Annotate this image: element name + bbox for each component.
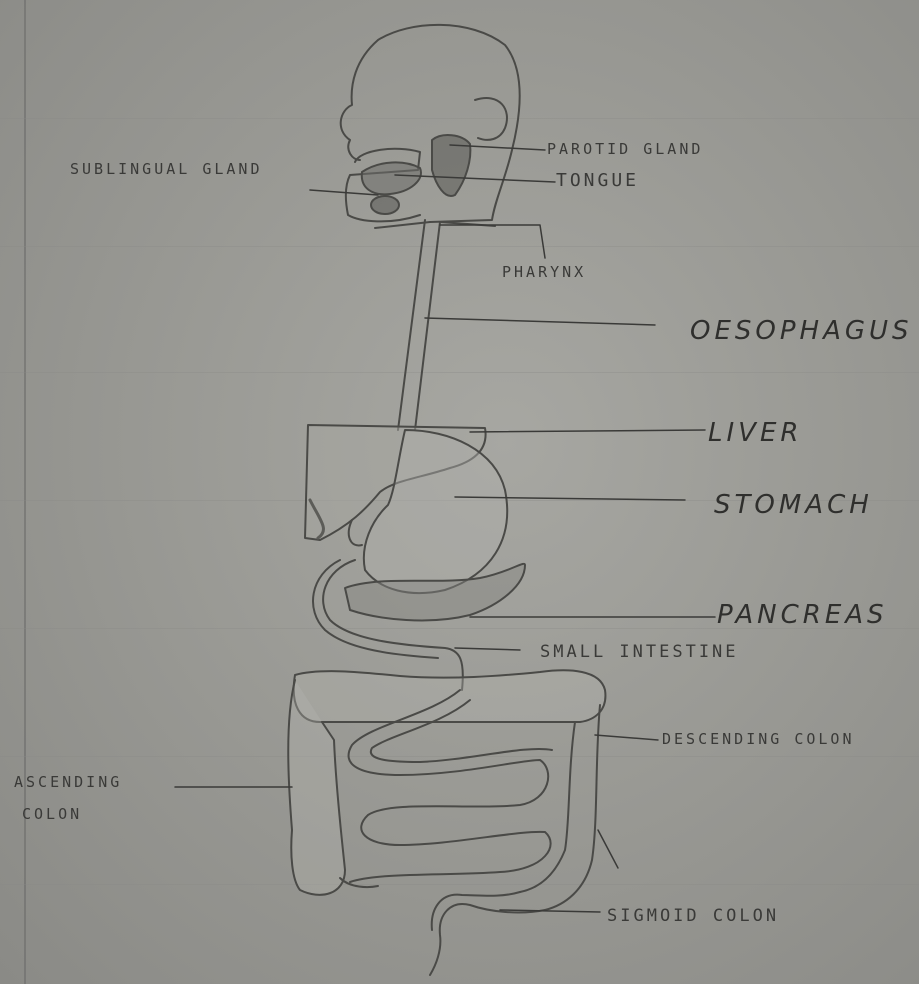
label-ascending-colon-line1: ASCENDING: [14, 773, 122, 791]
ear: [475, 98, 507, 140]
oesophagus-shape: [398, 220, 440, 430]
leader-pharynx: [440, 225, 545, 258]
leader-small-intestine: [455, 648, 520, 650]
label-ascending-colon-line2: COLON: [22, 805, 82, 823]
descending-colon-shape: [520, 705, 600, 910]
sigmoid-colon-shape: [430, 892, 545, 975]
label-sublingual-gland: SUBLINGUAL GLAND: [70, 160, 263, 178]
head-outline: [341, 25, 520, 222]
label-parotid-gland: PAROTID GLAND: [547, 140, 703, 158]
label-stomach: STOMACH: [714, 490, 873, 520]
label-pancreas: PANCREAS: [717, 600, 888, 630]
gall-bladder-shape: [349, 520, 362, 545]
label-sigmoid-colon: SIGMOID COLON: [607, 906, 779, 926]
label-tongue: TONGUE: [556, 170, 639, 191]
parotid-gland-shape: [432, 135, 470, 196]
leader-liver: [470, 430, 705, 432]
sublingual-gland-shape: [371, 196, 399, 214]
leader-oesophagus: [425, 318, 655, 325]
label-oesophagus: OESOPHAGUS: [690, 316, 913, 346]
arrow-mark: [598, 830, 618, 868]
tongue-shape: [362, 162, 421, 194]
label-descending-colon: DESCENDING COLON: [662, 730, 855, 748]
label-pharynx: PHARYNX: [502, 263, 586, 281]
leader-descending: [595, 735, 658, 740]
leader-sublingual: [310, 190, 378, 195]
label-small-intestine: SMALL INTESTINE: [540, 642, 739, 662]
label-liver: LIVER: [708, 418, 802, 448]
